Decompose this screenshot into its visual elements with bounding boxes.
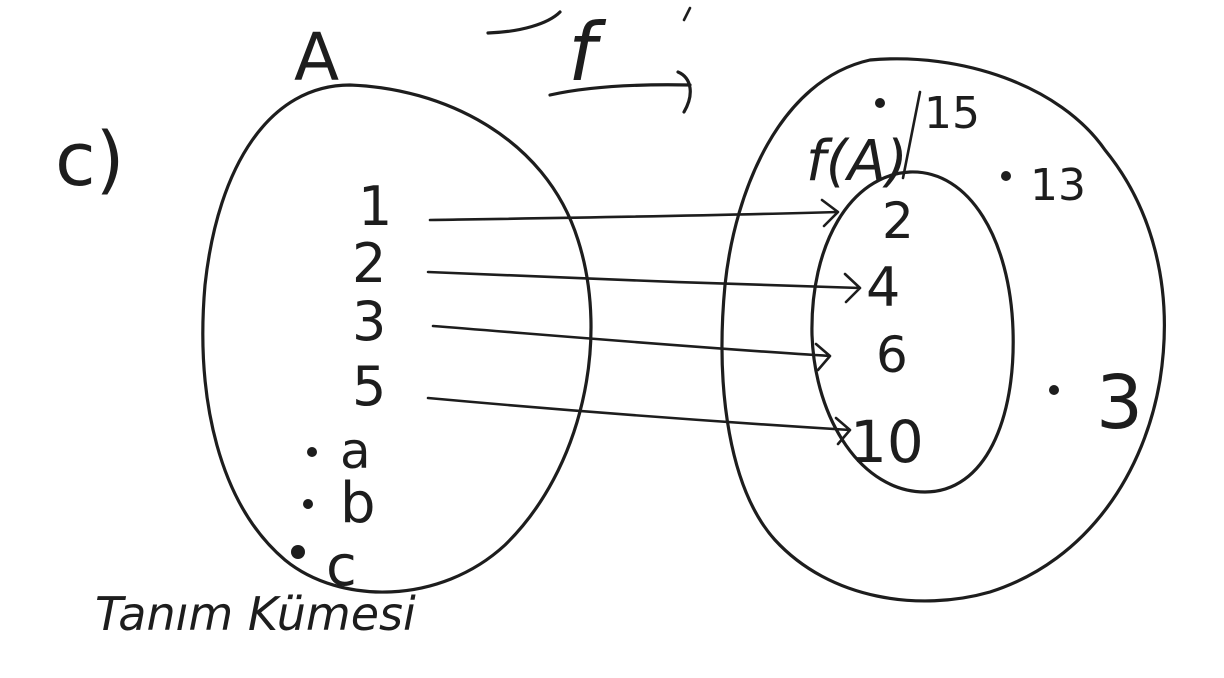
- domain-extra-element: c: [326, 534, 357, 599]
- function-label: f: [568, 6, 607, 99]
- element-dot: [1049, 385, 1059, 395]
- mapping-arrow-1: [428, 198, 840, 228]
- domain-element: 1: [358, 175, 392, 238]
- mapping-arrow-3: [431, 324, 832, 372]
- caption: Tanım Kümesi: [95, 587, 416, 641]
- codomain-extra-elements: 15 13 3: [875, 88, 1143, 446]
- domain-element: 3: [352, 290, 386, 353]
- element-dot: [291, 545, 305, 559]
- element-dot: [1001, 171, 1011, 181]
- part-label: c): [55, 117, 125, 203]
- top-scribble: [486, 10, 562, 35]
- image-element: 2: [882, 192, 914, 250]
- image-element: 10: [850, 408, 924, 476]
- domain-extra-element: a: [340, 422, 371, 480]
- codomain-extra-element: 3: [1096, 360, 1143, 446]
- codomain-extra-element: 15: [924, 88, 980, 139]
- domain-extra-element: b: [340, 471, 376, 536]
- domain-set-label: A: [294, 19, 339, 96]
- element-dot: [307, 447, 317, 457]
- image-element: 6: [876, 326, 908, 384]
- mapping-arrow-2: [426, 270, 862, 304]
- image-elements: 2 4 6 10: [850, 192, 924, 476]
- image-element: 4: [866, 256, 900, 319]
- codomain-set-outline: [720, 57, 1166, 603]
- domain-elements: 1 2 3 5: [352, 175, 392, 418]
- domain-element: 2: [352, 232, 386, 295]
- image-label-pointer: [901, 90, 922, 180]
- element-dot: [875, 98, 885, 108]
- image-set-label: f(A): [806, 129, 908, 194]
- mapping-arrow-4: [426, 396, 852, 446]
- mapping-arrows: [426, 198, 862, 446]
- function-arrow: [548, 70, 692, 114]
- image-set-outline: [810, 170, 1015, 494]
- domain-element: 5: [352, 355, 386, 418]
- domain-set-outline: [201, 83, 593, 594]
- codomain-extra-element: 13: [1030, 160, 1086, 211]
- top-tick: [682, 6, 692, 22]
- domain-extra-elements: a b c: [291, 422, 376, 599]
- element-dot: [303, 499, 313, 509]
